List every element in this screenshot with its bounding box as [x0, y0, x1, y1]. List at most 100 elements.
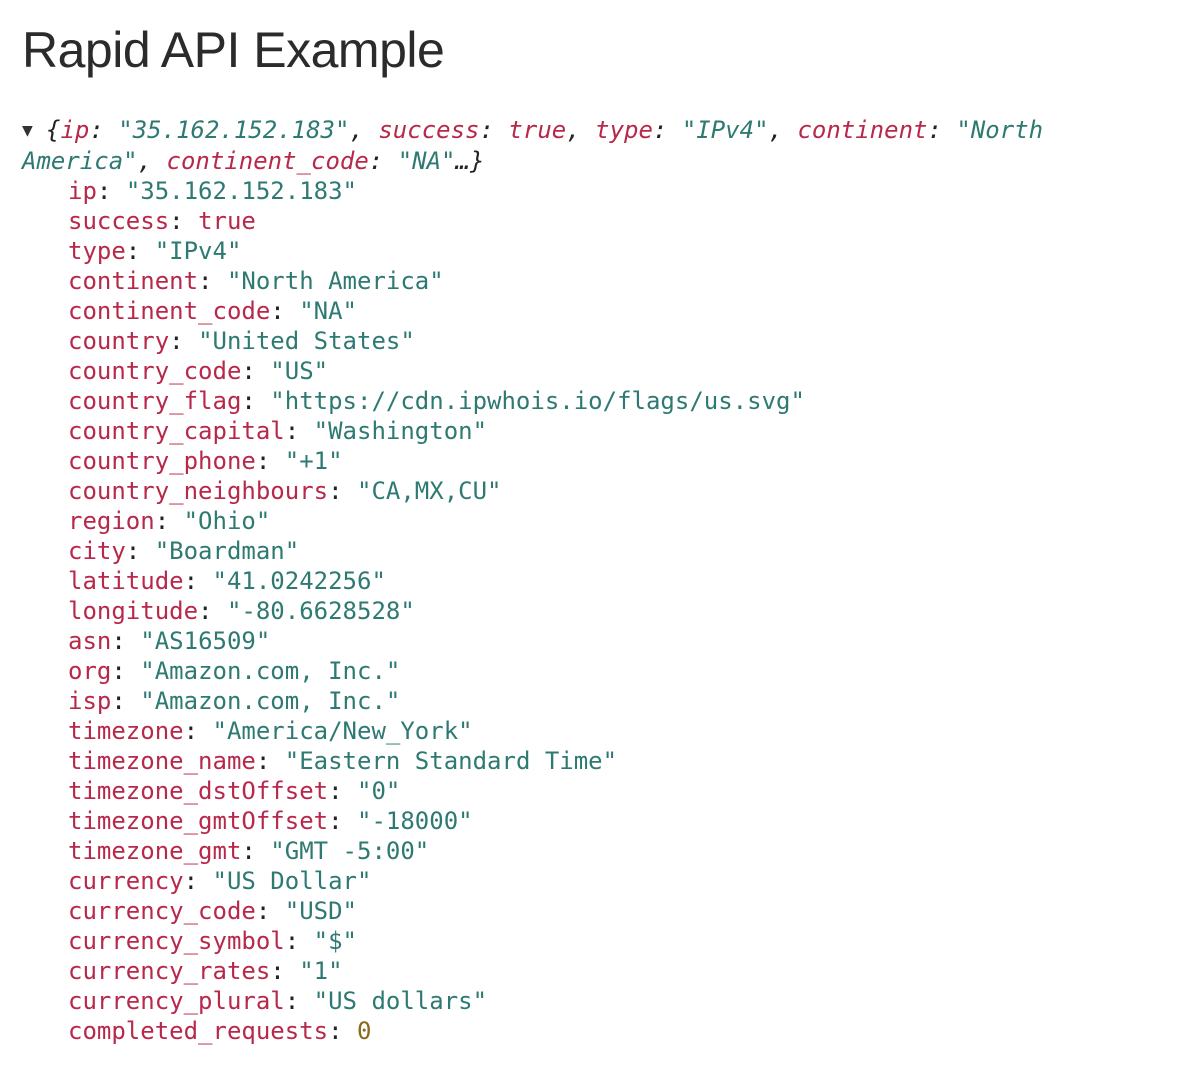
- property-row-timezone-gmt: timezone_gmt: "GMT -5:00": [68, 836, 1142, 866]
- property-colon: :: [270, 957, 300, 985]
- property-row-timezone-dstoffset: timezone_dstOffset: "0": [68, 776, 1142, 806]
- summary-item-key: continent: [797, 116, 928, 144]
- property-value: 0: [357, 1017, 372, 1045]
- property-row-country-flag: country_flag: "https://cdn.ipwhois.io/fl…: [68, 386, 1142, 416]
- property-key: country_flag: [68, 387, 242, 415]
- property-key: completed_requests: [68, 1017, 329, 1045]
- summary-ellipsis: …}: [455, 147, 485, 175]
- property-value: "USD": [284, 897, 357, 925]
- property-value: "-80.6628528": [226, 597, 415, 625]
- summary-item: ip: "35.162.152.183": [60, 116, 349, 144]
- property-value: "North America": [226, 267, 444, 295]
- property-row-completed-requests: completed_requests: 0: [68, 1016, 1142, 1046]
- property-row-success: success: true: [68, 206, 1142, 236]
- property-row-longitude: longitude: "-80.6628528": [68, 596, 1142, 626]
- property-row-timezone-name: timezone_name: "Eastern Standard Time": [68, 746, 1142, 776]
- property-value: "Eastern Standard Time": [284, 747, 618, 775]
- property-row-ip: ip: "35.162.152.183": [68, 176, 1142, 206]
- property-value: "America/New_York": [212, 717, 473, 745]
- property-key: country_phone: [68, 447, 256, 475]
- property-key: type: [68, 237, 126, 265]
- property-value: "35.162.152.183": [125, 177, 357, 205]
- property-key: country_code: [68, 357, 242, 385]
- property-key: country_neighbours: [68, 477, 329, 505]
- summary-item: continent: "North America": [22, 116, 1043, 175]
- property-colon: :: [169, 327, 199, 355]
- summary-items: ip: "35.162.152.183", success: true, typ…: [22, 116, 1043, 175]
- summary-item-value: "IPv4": [681, 116, 769, 144]
- property-colon: :: [255, 747, 285, 775]
- property-row-region: region: "Ohio": [68, 506, 1142, 536]
- property-colon: :: [241, 837, 271, 865]
- property-key: asn: [68, 627, 112, 655]
- property-row-timezone: timezone: "America/New_York": [68, 716, 1142, 746]
- property-row-timezone-gmtoffset: timezone_gmtOffset: "-18000": [68, 806, 1142, 836]
- summary-item-value: "35.162.152.183": [118, 116, 350, 144]
- summary-item-colon: :: [89, 116, 119, 144]
- property-colon: :: [125, 537, 155, 565]
- property-key: country_capital: [68, 417, 285, 445]
- summary-comma: ,: [566, 116, 596, 144]
- property-value: "Boardman": [154, 537, 300, 565]
- property-value: "+1": [284, 447, 343, 475]
- property-key: timezone_name: [68, 747, 256, 775]
- property-row-latitude: latitude: "41.0242256": [68, 566, 1142, 596]
- property-row-country-neighbours: country_neighbours: "CA,MX,CU": [68, 476, 1142, 506]
- property-colon: :: [125, 237, 155, 265]
- property-key: timezone_gmt: [68, 837, 242, 865]
- summary-item-key: continent_code: [166, 147, 369, 175]
- object-summary[interactable]: ▼ {ip: "35.162.152.183", success: true, t…: [22, 115, 1142, 176]
- property-value: "US dollars": [313, 987, 488, 1015]
- summary-comma: ,: [349, 116, 379, 144]
- property-colon: :: [154, 507, 184, 535]
- property-value: "NA": [299, 297, 357, 325]
- property-key: currency_plural: [68, 987, 285, 1015]
- property-value: "1": [299, 957, 343, 985]
- property-colon: :: [270, 297, 300, 325]
- property-row-continent-code: continent_code: "NA": [68, 296, 1142, 326]
- property-colon: :: [111, 687, 141, 715]
- property-colon: :: [255, 897, 285, 925]
- json-object-viewer: ▼{ip: "35.162.152.183", success: true, t…: [22, 115, 1142, 1046]
- property-row-org: org: "Amazon.com, Inc.": [68, 656, 1142, 686]
- property-value: "https://cdn.ipwhois.io/flags/us.svg": [270, 387, 805, 415]
- property-key: currency_symbol: [68, 927, 285, 955]
- property-value: "0": [357, 777, 401, 805]
- property-key: latitude: [68, 567, 184, 595]
- summary-open-brace: {: [46, 116, 61, 144]
- property-row-asn: asn: "AS16509": [68, 626, 1142, 656]
- property-colon: :: [241, 357, 271, 385]
- property-value: "IPv4": [154, 237, 242, 265]
- property-value: "CA,MX,CU": [357, 477, 502, 505]
- summary-comma: ,: [137, 147, 167, 175]
- property-key: continent: [68, 267, 199, 295]
- expand-collapse-triangle-icon[interactable]: ▼: [22, 120, 33, 141]
- property-key: city: [68, 537, 126, 565]
- property-key: org: [68, 657, 112, 685]
- property-colon: :: [328, 777, 357, 805]
- property-colon: :: [183, 717, 213, 745]
- summary-item-key: type: [595, 116, 653, 144]
- property-row-country-code: country_code: "US": [68, 356, 1142, 386]
- summary-item-key: success: [378, 116, 480, 144]
- property-key: timezone_gmtOffset: [68, 807, 329, 835]
- property-colon: :: [284, 927, 314, 955]
- property-colon: :: [328, 807, 357, 835]
- property-value: "US Dollar": [212, 867, 372, 895]
- property-value: "-18000": [357, 807, 473, 835]
- property-row-country: country: "United States": [68, 326, 1142, 356]
- property-value: "Amazon.com, Inc.": [140, 687, 401, 715]
- property-row-currency: currency: "US Dollar": [68, 866, 1142, 896]
- property-colon: :: [96, 177, 126, 205]
- property-row-currency-code: currency_code: "USD": [68, 896, 1142, 926]
- property-key: timezone_dstOffset: [68, 777, 329, 805]
- property-row-country-phone: country_phone: "+1": [68, 446, 1142, 476]
- property-value: "Amazon.com, Inc.": [140, 657, 401, 685]
- property-value: "Washington": [313, 417, 488, 445]
- property-key: longitude: [68, 597, 199, 625]
- property-colon: :: [255, 447, 285, 475]
- summary-item-colon: :: [652, 116, 682, 144]
- property-value: "AS16509": [140, 627, 271, 655]
- property-row-currency-plural: currency_plural: "US dollars": [68, 986, 1142, 1016]
